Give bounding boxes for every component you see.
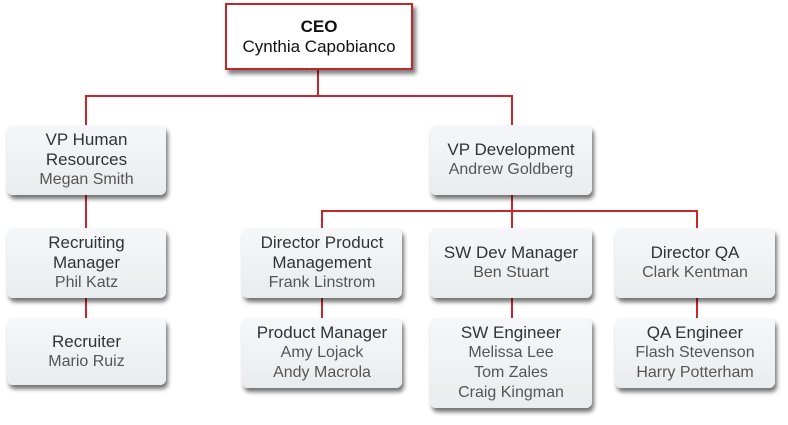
connector xyxy=(85,95,513,97)
connector xyxy=(696,298,698,318)
node-recruiter: Recruiter Mario Ruiz xyxy=(7,318,166,385)
node-title: VP Human xyxy=(45,130,128,149)
connector xyxy=(317,68,319,97)
node-title: CEO xyxy=(300,16,338,36)
node-name: Phil Katz xyxy=(54,274,119,291)
node-title: Recruiter xyxy=(52,331,121,351)
connector xyxy=(85,298,87,318)
node-title: Resources xyxy=(45,150,128,169)
node-title: QA Engineer xyxy=(646,323,744,342)
node-name: Ben Stuart xyxy=(473,264,549,281)
connector xyxy=(85,95,87,125)
node-name: Amy Lojack xyxy=(280,344,364,361)
connector xyxy=(511,95,513,125)
node-title: SW Dev Manager xyxy=(443,243,579,262)
connector xyxy=(321,210,323,228)
node-title: VP Development xyxy=(447,140,575,159)
node-ceo: CEO Cynthia Capobianco xyxy=(225,3,413,70)
node-name: Cynthia Capobianco xyxy=(242,36,396,56)
node-name: Flash Stevenson xyxy=(635,344,755,361)
node-title: Management xyxy=(272,253,372,272)
node-name: Megan Smith xyxy=(39,171,134,188)
node-sw-engineer: SW Engineer Melissa Lee Tom Zales Craig … xyxy=(430,318,592,408)
node-product-manager: Product Manager Amy Lojack Andy Macrola xyxy=(242,318,402,388)
node-name: Mario Ruiz xyxy=(48,352,125,370)
node-title: Director QA xyxy=(650,243,740,262)
node-director-product-management: Director Product Management Frank Linstr… xyxy=(242,228,402,298)
node-title: SW Engineer xyxy=(460,323,562,342)
connector xyxy=(85,195,87,228)
node-name: Harry Potterham xyxy=(636,364,754,381)
node-title: Product Manager xyxy=(256,323,388,342)
node-vp-hr: VP Human Resources Megan Smith xyxy=(7,125,166,195)
connector xyxy=(696,210,698,228)
node-sw-dev-manager: SW Dev Manager Ben Stuart xyxy=(430,228,592,298)
node-title: Manager xyxy=(52,253,121,272)
node-name: Andy Macrola xyxy=(273,364,371,381)
node-qa-engineer: QA Engineer Flash Stevenson Harry Potter… xyxy=(615,318,775,388)
connector xyxy=(321,210,698,212)
node-title: Director Product xyxy=(260,233,384,252)
node-name: Melissa Lee xyxy=(468,344,554,361)
node-recruiting-manager: Recruiting Manager Phil Katz xyxy=(7,228,166,298)
connector xyxy=(321,298,323,318)
node-name: Clark Kentman xyxy=(642,264,748,281)
node-title: Recruiting xyxy=(48,233,125,252)
node-director-qa: Director QA Clark Kentman xyxy=(615,228,775,298)
node-name: Tom Zales xyxy=(474,364,548,381)
node-name: Frank Linstrom xyxy=(268,274,376,291)
node-vp-development: VP Development Andrew Goldberg xyxy=(430,125,592,195)
node-name: Craig Kingman xyxy=(458,384,564,401)
node-name: Andrew Goldberg xyxy=(448,161,574,178)
connector xyxy=(511,298,513,318)
